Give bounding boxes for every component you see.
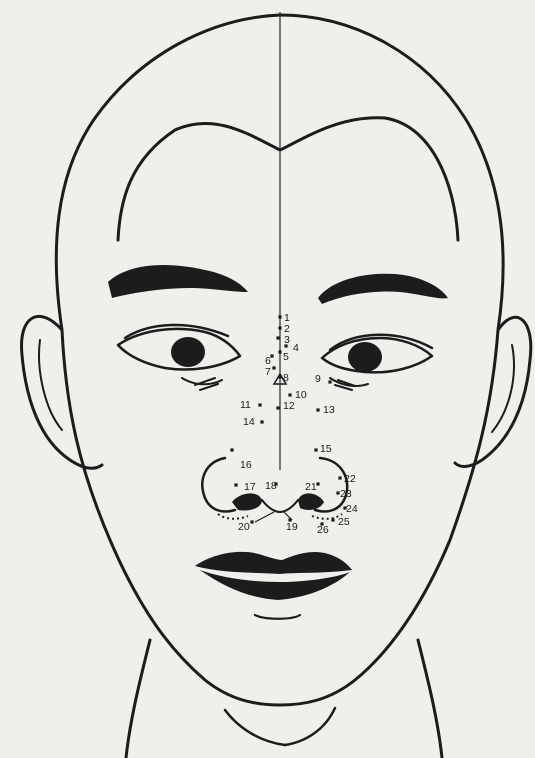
point-22-label: 22	[344, 473, 356, 485]
point-12-label: 12	[283, 400, 295, 412]
point-20-label: 20	[238, 521, 250, 533]
point-10-marker	[288, 393, 291, 396]
point-15-marker	[314, 448, 317, 451]
point-13-label: 13	[323, 404, 335, 416]
point-17-marker	[234, 483, 237, 486]
point-2-marker	[278, 326, 281, 329]
point-6-marker	[270, 354, 273, 357]
point-21-label: 21	[305, 481, 317, 493]
point-1-marker	[278, 315, 281, 318]
point-18-label: 18	[265, 480, 277, 492]
point-21-marker	[316, 482, 319, 485]
point-11-label: 11	[240, 399, 251, 411]
point-24-label: 24	[346, 503, 358, 515]
point-20-marker	[250, 520, 253, 523]
point-25-label: 25	[338, 516, 350, 528]
point-26-label: 26	[317, 524, 329, 536]
point-17-label: 17	[244, 481, 256, 493]
point-3-label: 3	[284, 334, 290, 346]
point-5-label: 5	[283, 351, 289, 363]
point-11-marker	[258, 403, 261, 406]
left-pupil	[171, 337, 205, 367]
point-25-marker	[331, 518, 334, 521]
point-7-marker	[272, 366, 275, 369]
point-14-marker	[260, 420, 263, 423]
point-15-label: 15	[320, 443, 332, 455]
point-9-marker	[328, 380, 331, 383]
point-14-label: 14	[243, 416, 255, 428]
point-8-marker	[278, 375, 281, 378]
point-13-marker	[316, 408, 319, 411]
point-9-label: 9	[315, 373, 321, 385]
point-4-marker	[284, 344, 287, 347]
point-16-label: 16	[240, 459, 252, 471]
point-19-label: 19	[286, 521, 298, 533]
point-12-marker	[276, 406, 279, 409]
point-16-marker	[230, 448, 233, 451]
point-3-marker	[276, 336, 279, 339]
point-8-label: 8	[283, 372, 289, 384]
point-5-marker	[278, 350, 281, 353]
right-pupil	[348, 342, 382, 372]
point-22-marker	[338, 476, 341, 479]
point-4-label: 4	[293, 342, 299, 354]
point-7-label: 7	[265, 366, 271, 378]
point-23-label: 23	[340, 488, 352, 500]
point-10-label: 10	[295, 389, 307, 401]
